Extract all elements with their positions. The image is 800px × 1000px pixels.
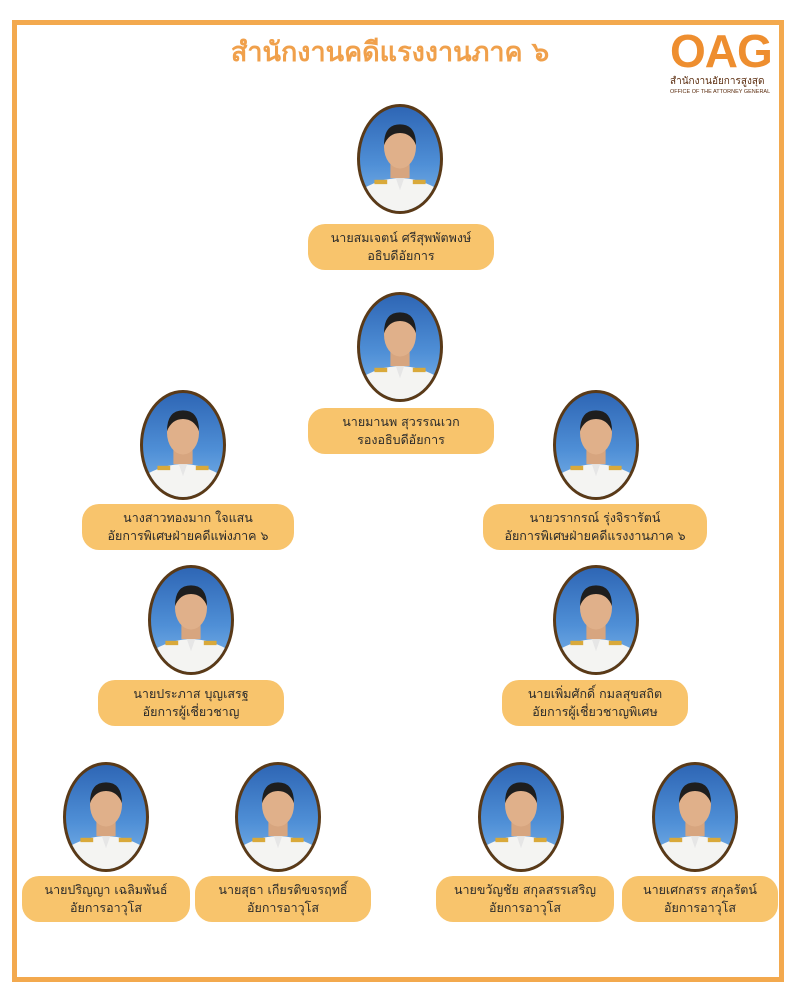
person-name: นายวรากรณ์ รุ่งจิรารัตน์ xyxy=(529,510,661,525)
person-name: นายสมเจตน์ ศรีสุพพัตพงษ์ xyxy=(330,230,472,245)
person-position: อัยการอาวุโส xyxy=(246,900,320,915)
portrait-photo xyxy=(553,565,639,675)
portrait-photo xyxy=(63,762,149,872)
page-frame xyxy=(12,20,784,982)
logo-mark: OAG xyxy=(670,25,773,77)
portrait-photo xyxy=(478,762,564,872)
person-name: นายปริญญา เฉลิมพันธ์ xyxy=(44,882,168,897)
person-name: นายเพิ่มศักดิ์ กมลสุขสถิต xyxy=(527,686,663,701)
person-label: นายเพิ่มศักดิ์ กมลสุขสถิต อัยการผู้เชี่ย… xyxy=(502,680,688,726)
person-name: นายเศกสรร สกุลรัตน์ xyxy=(643,882,757,897)
person-label: นายวรากรณ์ รุ่งจิรารัตน์ อัยการพิเศษฝ่าย… xyxy=(483,504,707,550)
portrait-photo xyxy=(553,390,639,500)
person-position: รองอธิบดีอัยการ xyxy=(357,432,445,447)
page-title: สำนักงานคดีแรงงานภาค ๖ xyxy=(230,37,550,68)
person-name: นางสาวทองมาก ใจแสน xyxy=(123,510,253,525)
person-label: นางสาวทองมาก ใจแสน อัยการพิเศษฝ่ายคดีแพ่… xyxy=(82,504,294,550)
person-position: อัยการผู้เชี่ยวชาญ xyxy=(142,704,240,719)
logo-english-text: OFFICE OF THE ATTORNEY GENERAL xyxy=(670,89,771,95)
logo-thai-text: สำนักงานอัยการสูงสุด xyxy=(670,76,765,87)
portrait-photo xyxy=(148,565,234,675)
person-label: นายเศกสรร สกุลรัตน์ อัยการอาวุโส xyxy=(622,876,778,922)
person-label: นายประภาส บุญเสรฐ อัยการผู้เชี่ยวชาญ xyxy=(98,680,284,726)
person-name: นายมานพ สุวรรณเวก xyxy=(342,414,460,429)
person-position: อัยการอาวุโส xyxy=(488,900,562,915)
person-position: อัยการอาวุโส xyxy=(69,900,143,915)
person-name: นายสุธา เกียรติขจรฤทธิ์ xyxy=(218,882,348,897)
person-position: อัยการพิเศษฝ่ายคดีแพ่งภาค ๖ xyxy=(107,528,269,543)
person-label: นายมานพ สุวรรณเวก รองอธิบดีอัยการ xyxy=(308,408,494,454)
person-label: นายสุธา เกียรติขจรฤทธิ์ อัยการอาวุโส xyxy=(195,876,371,922)
portrait-photo xyxy=(357,104,443,214)
person-label: นายปริญญา เฉลิมพันธ์ อัยการอาวุโส xyxy=(22,876,190,922)
person-label: นายขวัญชัย สกุลสรรเสริญ อัยการอาวุโส xyxy=(436,876,614,922)
person-label: นายสมเจตน์ ศรีสุพพัตพงษ์ อธิบดีอัยการ xyxy=(308,224,494,270)
person-name: นายประภาส บุญเสรฐ xyxy=(133,686,249,701)
person-position: อัยการอาวุโส xyxy=(663,900,737,915)
person-position: อธิบดีอัยการ xyxy=(367,248,435,263)
portrait-photo xyxy=(357,292,443,402)
person-position: อัยการพิเศษฝ่ายคดีแรงงานภาค ๖ xyxy=(504,528,686,543)
portrait-photo xyxy=(652,762,738,872)
portrait-photo xyxy=(235,762,321,872)
person-position: อัยการผู้เชี่ยวชาญพิเศษ xyxy=(532,704,658,719)
oag-logo: OAG สำนักงานอัยการสูงสุด OFFICE OF THE A… xyxy=(670,25,778,95)
portrait-photo xyxy=(140,390,226,500)
person-name: นายขวัญชัย สกุลสรรเสริญ xyxy=(453,882,597,897)
